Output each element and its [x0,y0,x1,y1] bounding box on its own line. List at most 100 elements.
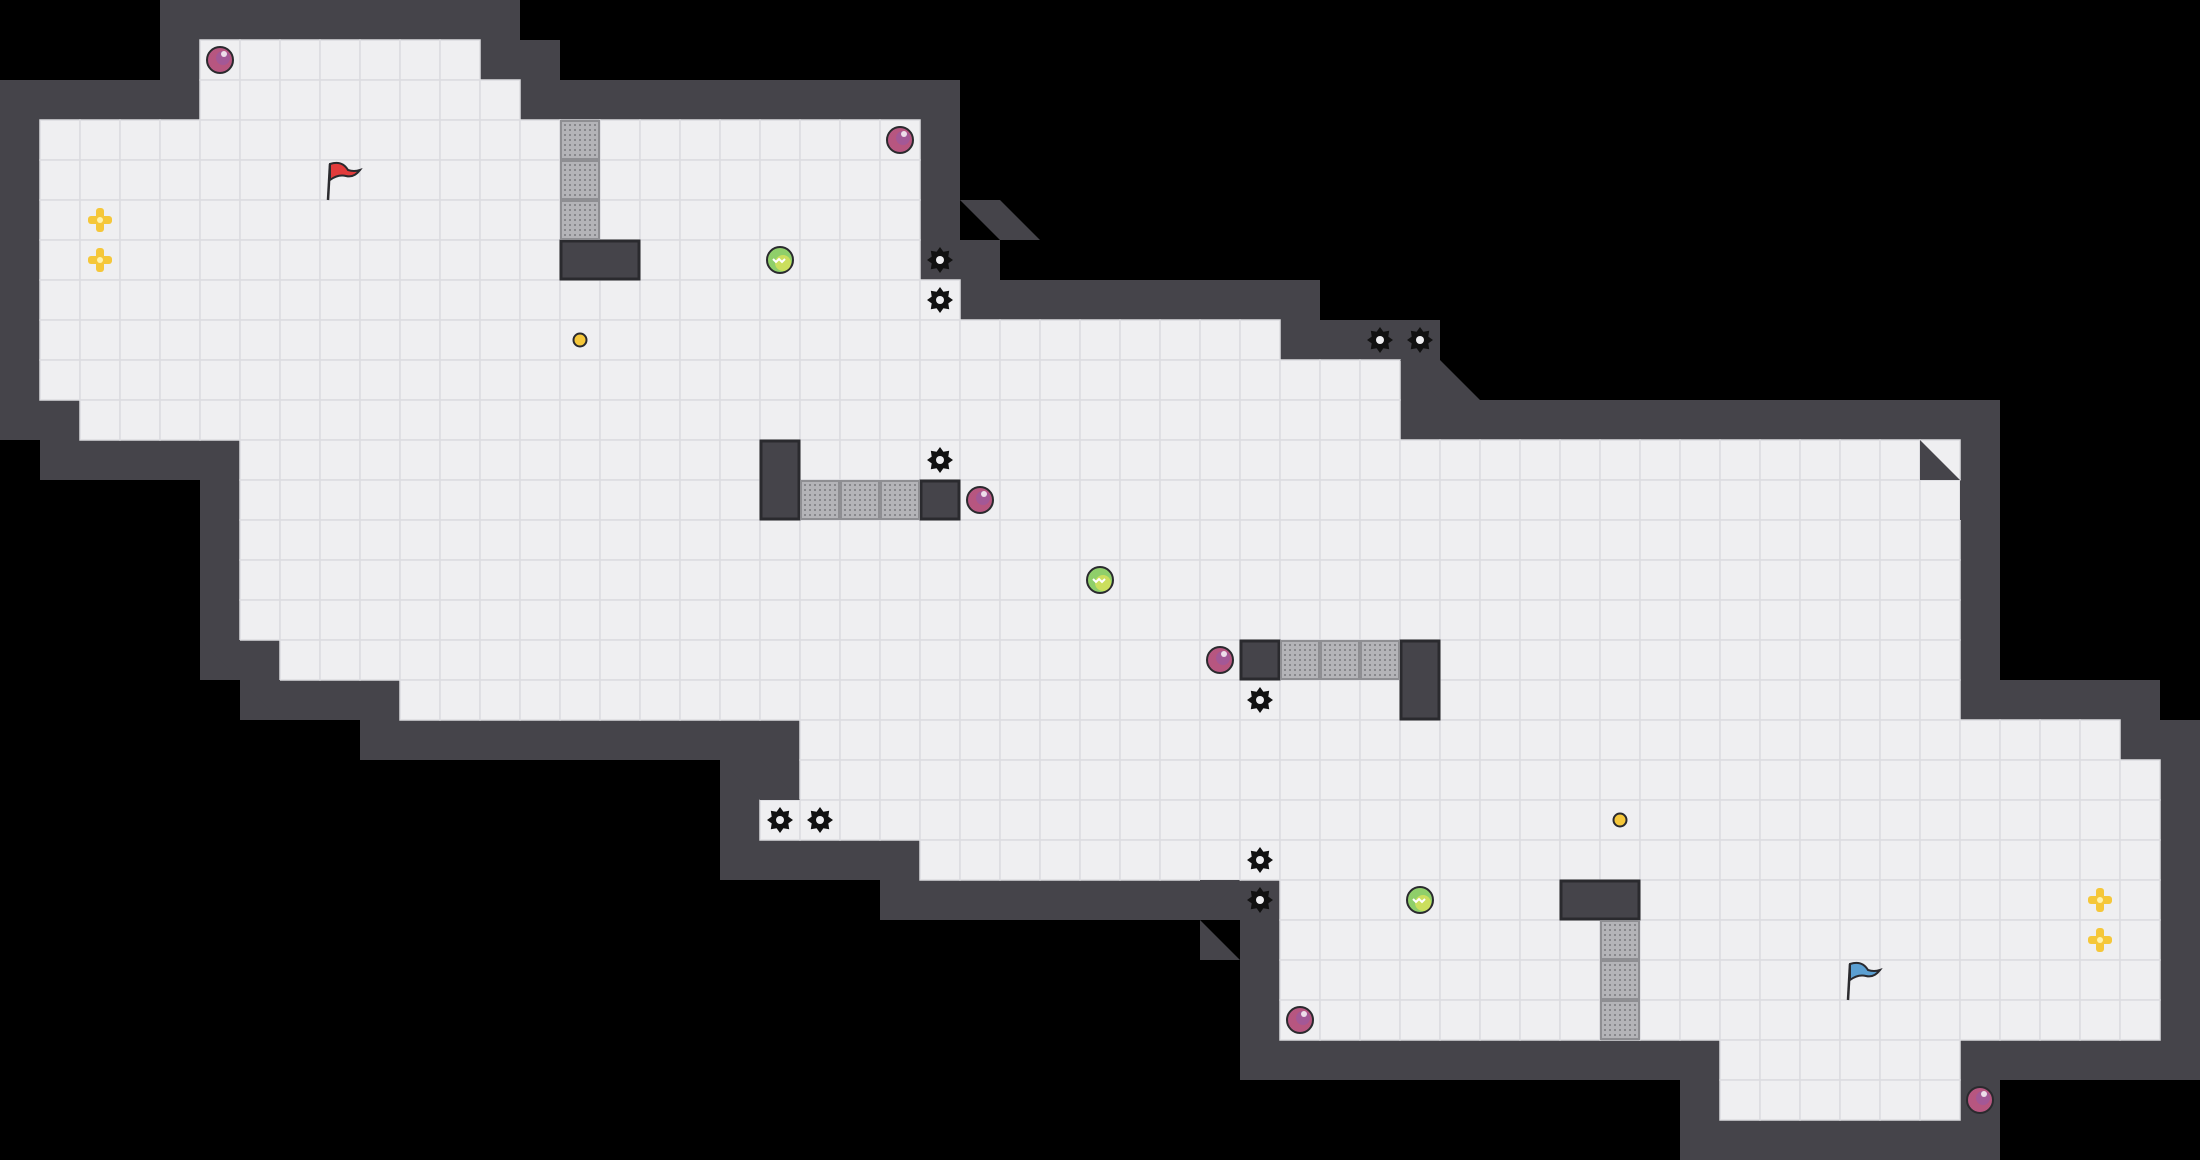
floor-tile [359,359,401,401]
floor-tile [399,39,441,81]
floor-tile [1439,559,1481,601]
floor-tile [1879,799,1921,841]
floor-tile [1719,1039,1761,1081]
floor-tile [319,79,361,121]
floor-tile [1679,999,1721,1041]
floor-tile [1159,719,1201,761]
floor-tile [319,439,361,481]
floor-tile [1959,959,2001,1001]
floor-tile [1439,679,1481,721]
wall-tile [1160,280,1200,320]
wall-tile [2120,720,2160,760]
floor-tile [839,279,881,321]
floor-tile [2039,799,2081,841]
floor-tile [399,279,441,321]
wall-tile [1800,1120,1840,1160]
grate-tile [1600,920,1640,960]
floor-tile [1639,519,1681,561]
floor-tile [1639,719,1681,761]
wall-tile [2080,680,2120,720]
grate-tile [560,120,600,160]
floor-tile [1199,399,1241,441]
wall-tile [1960,640,2000,680]
wall-tile [800,840,840,880]
wall-tile [440,0,480,40]
floor-tile [439,159,481,201]
floor-tile [199,399,241,441]
floor-tile [839,119,881,161]
floor-tile [319,519,361,561]
wall-block [919,479,961,521]
floor-tile [1239,359,1281,401]
floor-tile [1759,599,1801,641]
floor-tile [1119,359,1161,401]
floor-tile [879,719,921,761]
floor-tile [959,359,1001,401]
wall-tile [760,80,800,120]
floor-tile [759,519,801,561]
floor-tile [1399,519,1441,561]
mine-icon [1247,687,1273,713]
floor-tile [1039,559,1081,601]
floor-tile [799,119,841,161]
floor-tile [1439,879,1481,921]
floor-tile [1599,839,1641,881]
floor-tile [679,399,721,441]
floor-tile [999,519,1041,561]
floor-tile [1799,719,1841,761]
floor-tile [279,399,321,441]
floor-tile [599,559,641,601]
floor-tile [679,279,721,321]
wall-tile [520,40,560,80]
floor-tile [319,199,361,241]
floor-tile [239,279,281,321]
floor-tile [1639,999,1681,1041]
floor-tile [439,79,481,121]
floor-tile [999,439,1041,481]
floor-tile [959,639,1001,681]
floor-tile [1799,679,1841,721]
wall-tile [600,80,640,120]
booster-icon [2088,928,2112,952]
floor-tile [799,559,841,601]
floor-tile [79,279,121,321]
floor-tile [1399,839,1441,881]
wall-block [1559,879,1641,921]
floor-tile [1079,639,1121,681]
floor-tile [1999,879,2041,921]
floor-tile [799,319,841,361]
floor-tile [1759,519,1801,561]
floor-tile [1759,919,1801,961]
floor-tile [519,319,561,361]
floor-tile [1199,559,1241,601]
floor-tile [1919,759,1961,801]
floor-tile [1239,519,1281,561]
floor-tile [319,279,361,321]
floor-tile [1119,439,1161,481]
floor-tile [199,359,241,401]
floor-tile [1799,519,1841,561]
floor-tile [759,199,801,241]
floor-tile [1479,679,1521,721]
floor-tile [39,159,81,201]
floor-tile [1479,639,1521,681]
floor-tile [39,199,81,241]
floor-tile [1119,839,1161,881]
floor-tile [919,799,961,841]
floor-tile [319,119,361,161]
floor-tile [999,319,1041,361]
floor-tile [1079,759,1121,801]
floor-tile [1559,679,1601,721]
floor-tile [1639,439,1681,481]
floor-tile [719,479,761,521]
floor-tile [919,759,961,801]
floor-tile [879,159,921,201]
floor-tile [1679,759,1721,801]
floor-tile [679,319,721,361]
floor-tile [239,519,281,561]
floor-tile [799,599,841,641]
floor-tile [1039,639,1081,681]
floor-tile [1439,999,1481,1041]
floor-tile [1319,399,1361,441]
floor-tile [1839,1039,1881,1081]
